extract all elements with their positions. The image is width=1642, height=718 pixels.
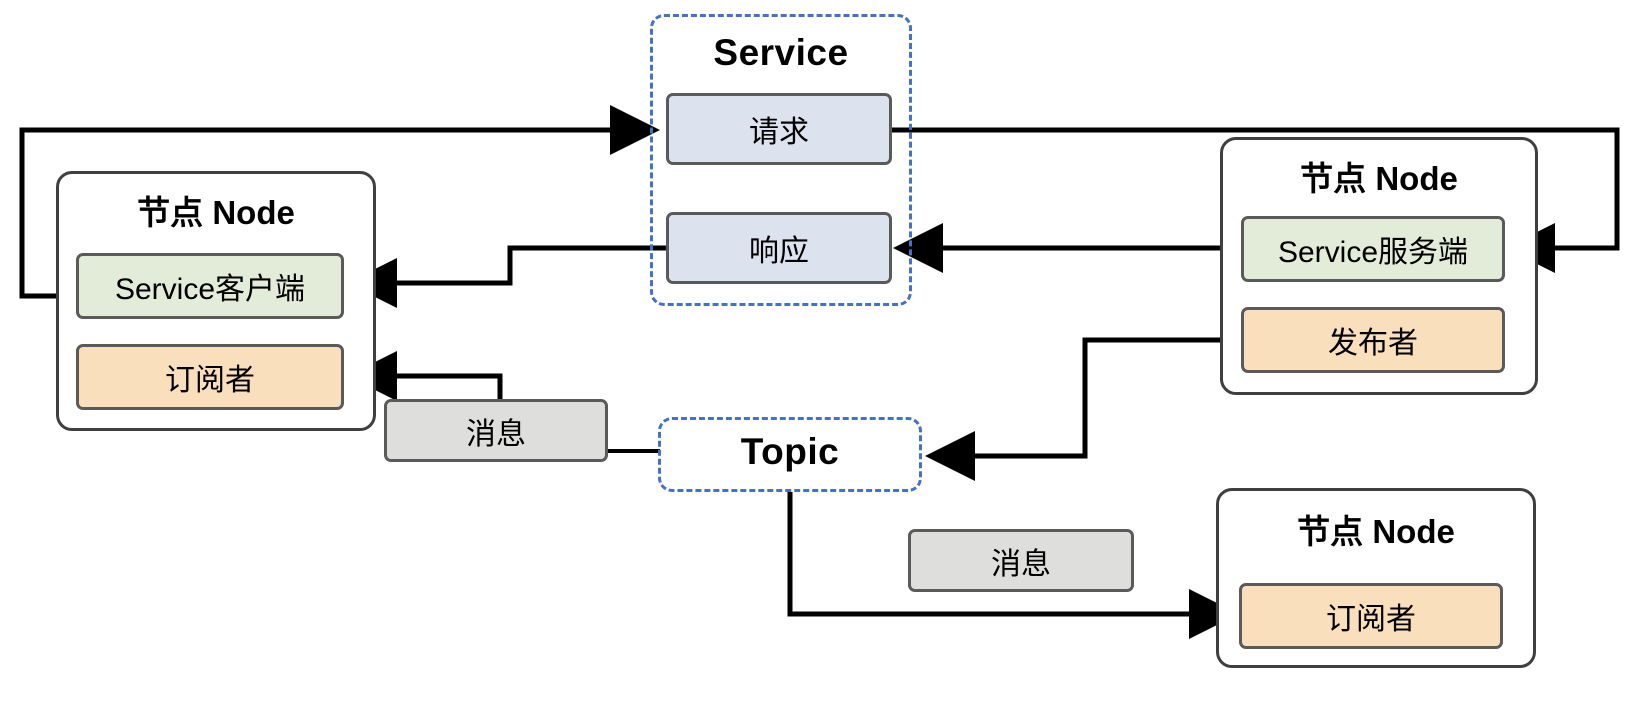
wire-response-to-client bbox=[347, 245, 667, 308]
wire-publisher-to-topic bbox=[925, 337, 1243, 481]
topic-group-title: Topic bbox=[740, 431, 840, 472]
node-left-chip-subscriber-label: 订阅者 bbox=[165, 364, 255, 397]
topic-group[interactable] bbox=[658, 417, 922, 492]
message-box-upper-label: 消息 bbox=[466, 417, 526, 451]
node-right-top-title: 节点 Node bbox=[1300, 160, 1458, 197]
service-response-label: 响应 bbox=[749, 235, 809, 268]
service-response-chip[interactable]: 响应 bbox=[666, 212, 892, 284]
service-group[interactable] bbox=[650, 14, 912, 306]
node-right-top-chip-publisher-label: 发布者 bbox=[1328, 327, 1418, 360]
service-request-label: 请求 bbox=[749, 116, 809, 149]
node-left-chip-service-client-label: Service客户端 bbox=[114, 273, 306, 306]
node-right-top-chip-service-server-label: Service服务端 bbox=[1277, 236, 1469, 269]
node-left-title: 节点 Node bbox=[137, 194, 295, 231]
node-right-top-chip-service-server[interactable]: Service服务端 bbox=[1241, 216, 1505, 282]
service-request-chip[interactable]: 请求 bbox=[666, 93, 892, 165]
message-box-upper[interactable]: 消息 bbox=[384, 399, 608, 462]
node-left-chip-service-client[interactable]: Service客户端 bbox=[76, 253, 344, 319]
node-right-bottom-chip-subscriber-label: 订阅者 bbox=[1326, 603, 1416, 636]
node-right-bottom-chip-subscriber[interactable]: 订阅者 bbox=[1239, 583, 1503, 649]
service-group-title: Service bbox=[713, 32, 849, 73]
node-right-top-chip-publisher[interactable]: 发布者 bbox=[1241, 307, 1505, 373]
node-right-bottom-title: 节点 Node bbox=[1297, 513, 1455, 550]
message-box-lower[interactable]: 消息 bbox=[908, 529, 1134, 592]
message-box-lower-label: 消息 bbox=[991, 547, 1051, 581]
node-left-chip-subscriber[interactable]: 订阅者 bbox=[76, 344, 344, 410]
